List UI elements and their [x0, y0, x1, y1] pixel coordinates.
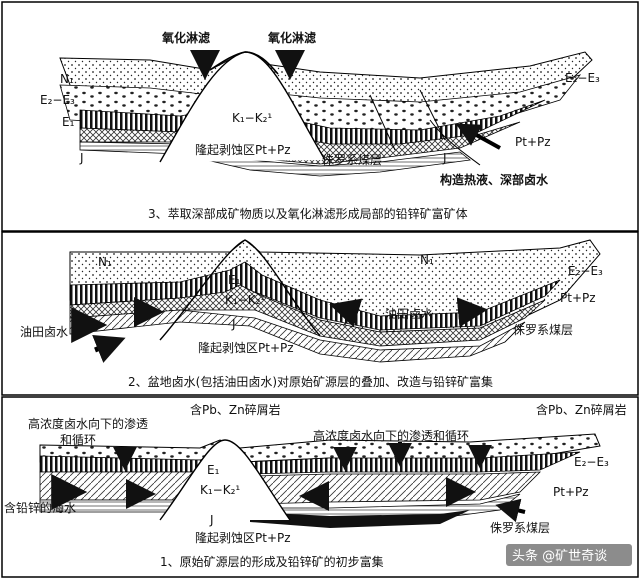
panel-1-ptpz-label: Pt+Pz [553, 485, 589, 499]
panel-3-n1-label: N₁ [60, 72, 74, 86]
panel-1-coal-label: 侏罗系煤层 [490, 521, 550, 535]
watermark-text: 头条 @矿世奇谈 [512, 548, 607, 564]
panel-3-ptpz-label: Pt+Pz [515, 135, 551, 149]
panel-2-uplift [159, 239, 321, 341]
panel-1-brine-center-label: 高浓度卤水向下的渗透和循环 [313, 428, 469, 443]
panel-3-k-label: K₁−K₂¹ [232, 111, 272, 125]
panel-2-n1-right-label: N₁ [420, 253, 434, 267]
panel-3-arrow-hydro [455, 123, 501, 150]
panel-2-k-layer [69, 284, 546, 347]
panel-2-uplift-label: 隆起剥蚀区Pt+Pz [198, 340, 294, 355]
panel-3-hydro-label: 构造热液、深部卤水 [440, 172, 549, 187]
panel-1-k-layer [39, 471, 541, 505]
panel-3-e2e3-left-label: E₂−E₃ [40, 93, 75, 107]
panel-1-caption: 1、原始矿源层的形成及铅锌矿的初步富集 [160, 554, 384, 569]
panel-1-e2e3-label: E₂−E₃ [574, 455, 609, 469]
panel-3-oxidation-right-label: 氧化淋滤 [267, 30, 316, 45]
panel-1-pbzn-right-label: 含Pb、Zn碎屑岩 [536, 402, 627, 417]
panel-1-e1-label: E₁ [207, 463, 220, 477]
panel-3-e2e3-right-label: E₂−E₃ [565, 71, 600, 85]
panel-3-caption: 3、萃取深部成矿物质以及氧化淋滤形成局部的铅锌矿富矿体 [148, 206, 468, 221]
panel-3-j-left-label: J [79, 151, 84, 165]
panel-2-caption: 2、盆地卤水(包括油田卤水)对原始矿源层的叠加、改造与铅锌矿富集 [128, 374, 493, 389]
panel-3: 氧化淋滤 氧化淋滤 N₁ E₂−E₃ E₂−E₃ E₁ K₁−K₂¹ J J 隆… [1, 1, 639, 232]
panel-2-j-label: J [231, 317, 236, 331]
watermark: 头条 @矿世奇谈 [506, 544, 632, 566]
panel-1-j-label: J [209, 513, 214, 527]
panel-2: N₁ N₁ E₁ E₂−E₃ K₁−K₂¹ J Pt+Pz 油田卤水 油田卤水 … [1, 231, 639, 396]
panel-3-uplift-label: 隆起剥蚀区Pt+Pz [195, 142, 291, 157]
panel-1-pbzn-left-label: 含Pb、Zn碎屑岩 [190, 402, 281, 417]
panel-2-n1-left-label: N₁ [98, 255, 112, 269]
panel-1-uplift-label: 隆起剥蚀区Pt+Pz [195, 530, 291, 545]
panel-1-coal-seam [250, 510, 470, 528]
panel-3-e1-label: E₁ [62, 115, 75, 129]
panel-2-oilfield-brine-left-label: 油田卤水 [20, 325, 68, 339]
panel-1-seawater-label: 含铅锌的海水 [4, 500, 76, 515]
panel-2-coal-label: 侏罗系煤层 [513, 323, 573, 337]
panel-3-coal-label: 侏罗系煤层 [322, 153, 382, 167]
panel-2-j-layer [69, 309, 526, 363]
panel-1-brine-left-label-2: 和循环 [60, 433, 96, 447]
panel-2-oilfield-brine-center-label: 油田卤水 [385, 307, 433, 321]
panel-2-e1-label: E₁ [228, 273, 241, 287]
panel-1: 高浓度卤水向下的渗透 和循环 含Pb、Zn碎屑岩 高浓度卤水向下的渗透和循环 含… [1, 396, 639, 578]
panel-2-k-label: K₁−K₂¹ [225, 293, 265, 307]
panel-1-k-label: K₁−K₂¹ [200, 483, 240, 497]
panel-3-oxidation-left-label: 氧化淋滤 [161, 30, 210, 45]
panel-3-j-center-label: J [442, 151, 447, 165]
panel-1-brine-left-label-1: 高浓度卤水向下的渗透 [28, 416, 148, 431]
panel-1-uplift [159, 439, 291, 521]
panel-2-ptpz-label: Pt+Pz [560, 291, 596, 305]
panel-2-e2e3-label: E₂−E₃ [568, 264, 603, 278]
